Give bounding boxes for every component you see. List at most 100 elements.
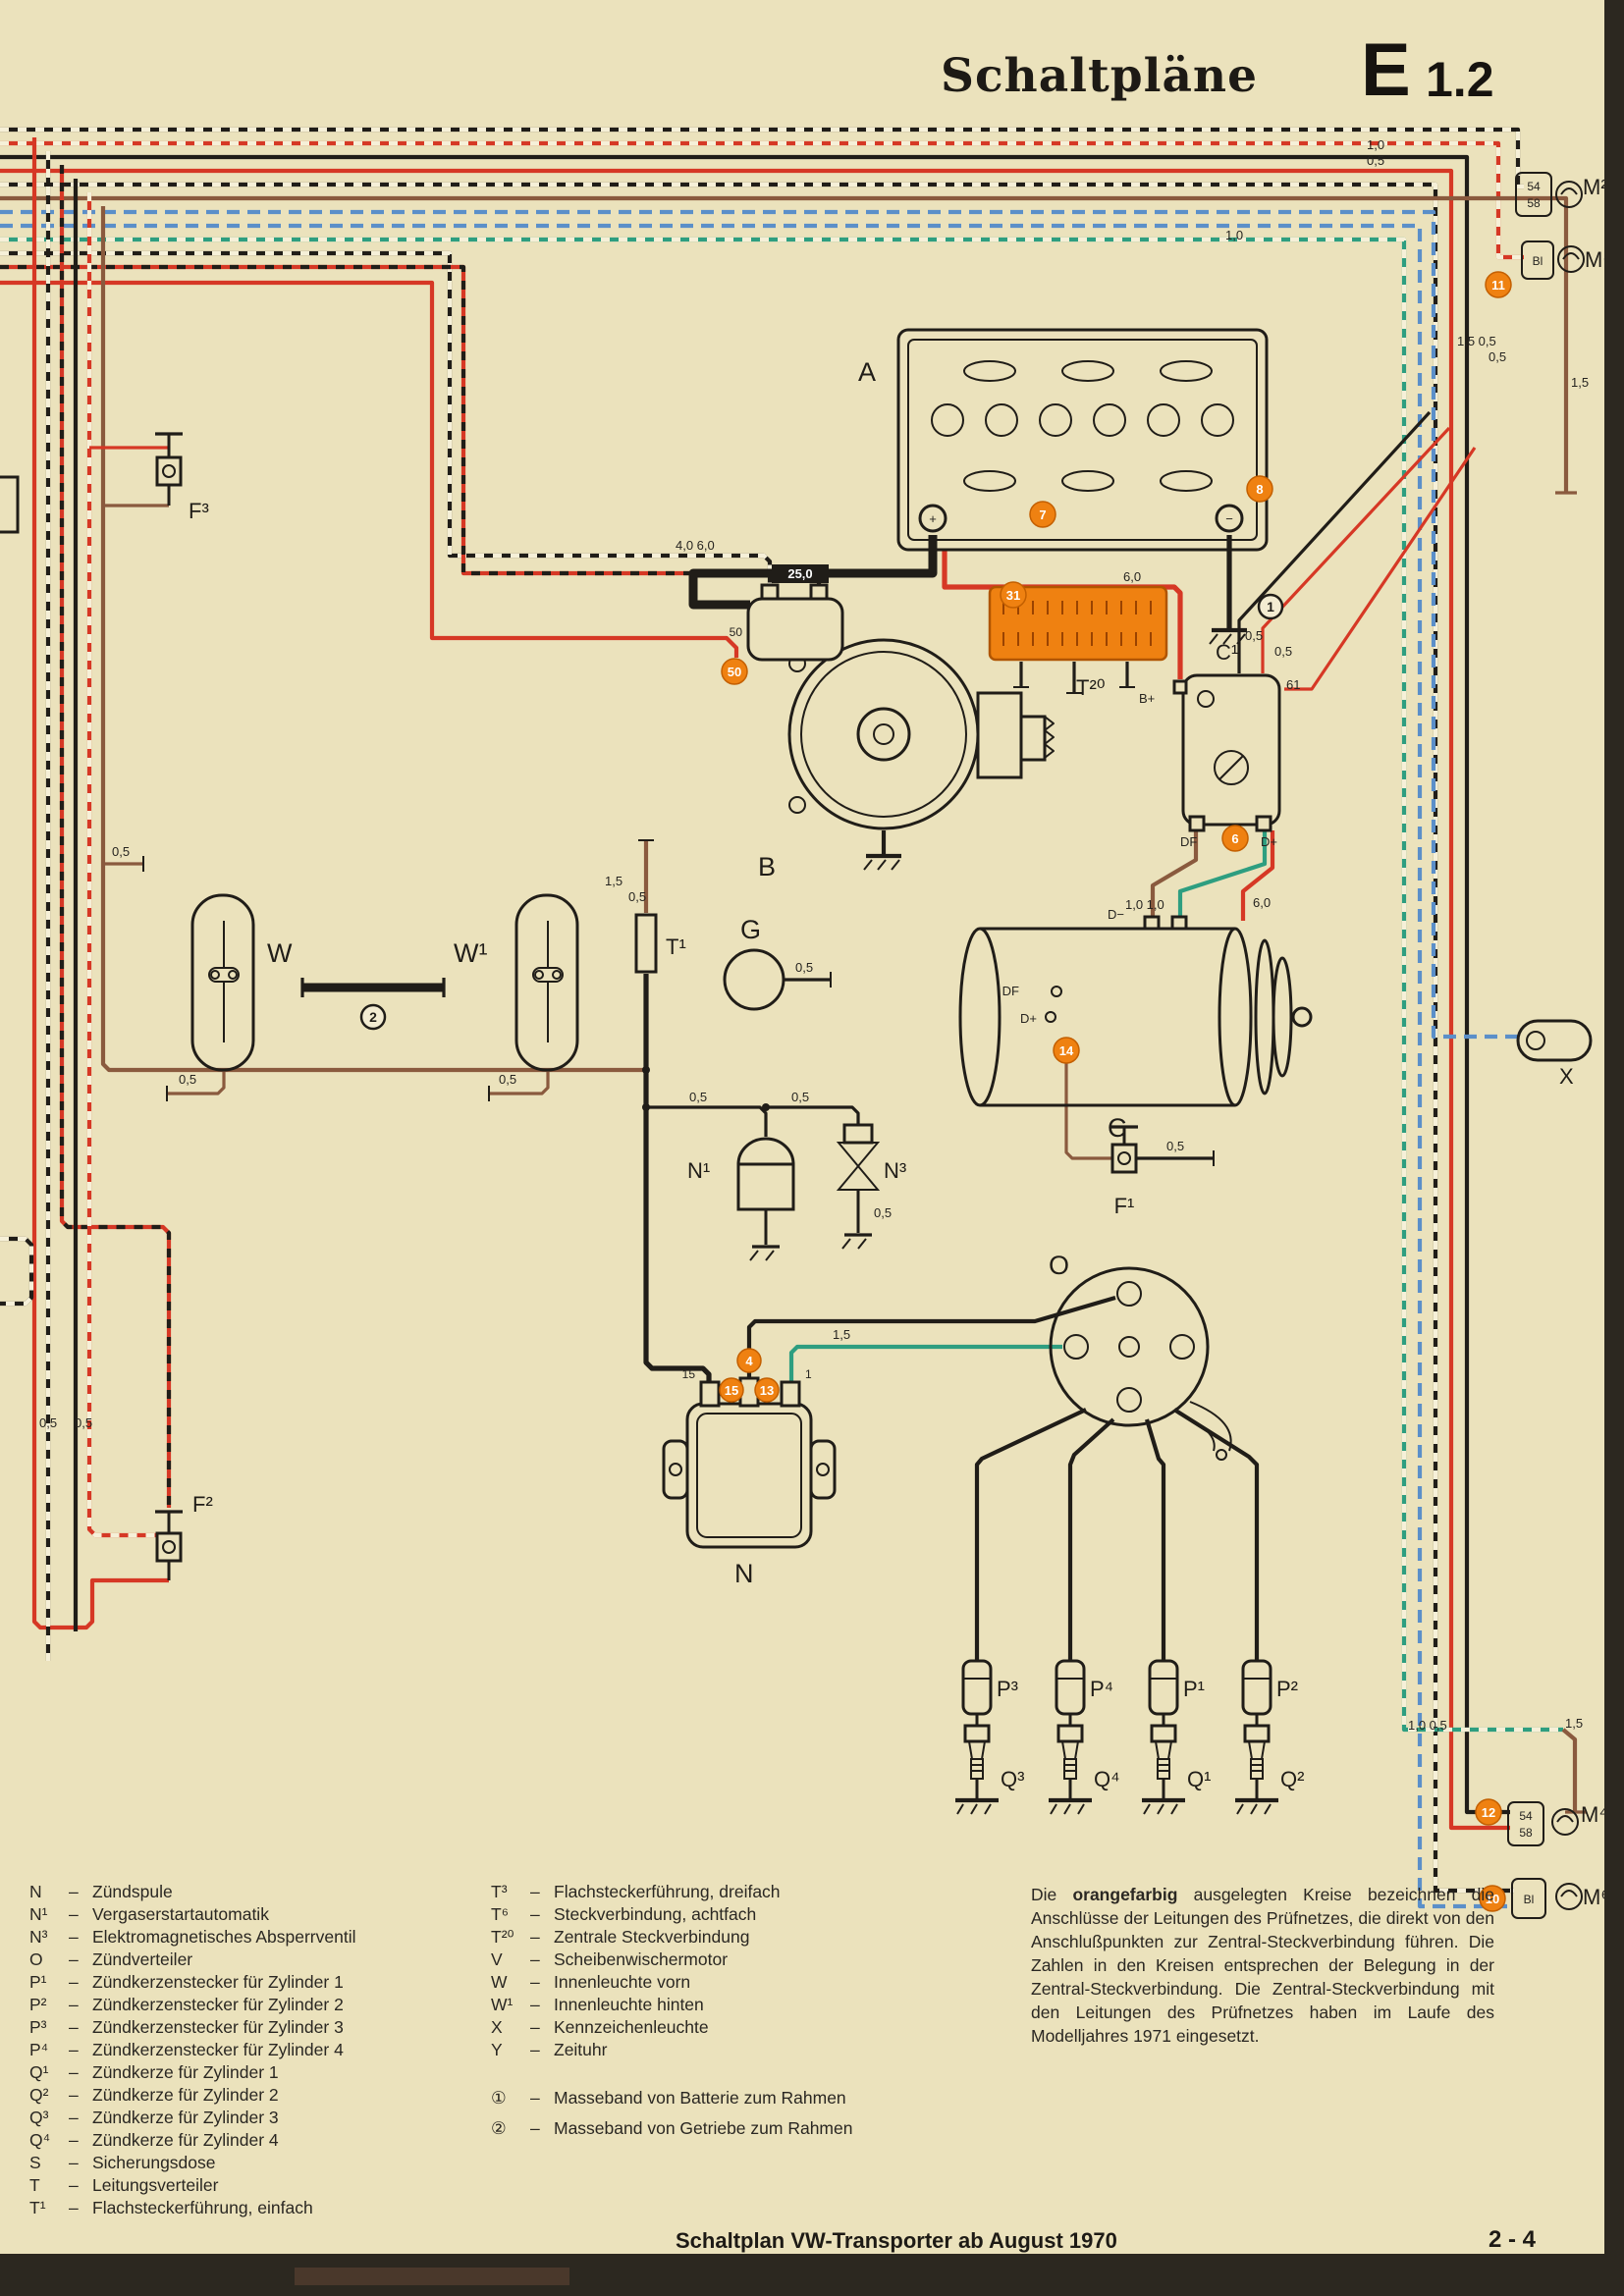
legend-item: W¹–Innenleuchte hinten <box>491 1994 982 2016</box>
legend-column-1: N–Zündspule N¹–Vergaserstartautomatik N³… <box>29 1881 481 2219</box>
plus-terminal-label: + <box>929 511 937 526</box>
legend-desc: Flachsteckerführung, dreifach <box>554 1882 781 1901</box>
gauge: 1,5 0,5 <box>1457 334 1496 348</box>
distributor: O <box>1049 1251 1232 1461</box>
starter-motor: 50 B <box>730 583 1055 881</box>
legend-key: S <box>29 2153 41 2172</box>
choke-automatic: N¹ <box>687 1137 795 1261</box>
ground-markers: 1 2 <box>359 593 1284 1031</box>
terminal-61-label: 61 <box>1286 677 1300 692</box>
battery: + − A <box>858 328 1269 552</box>
tp-4: 4 <box>745 1354 753 1368</box>
scan-edge-right <box>1604 0 1624 2296</box>
g-label: G <box>740 915 761 944</box>
legend-item: P²–Zündkerzenstecker für Zylinder 2 <box>29 1994 481 2016</box>
legend-desc: Zündkerze für Zylinder 1 <box>92 2062 279 2082</box>
legend-item: Q¹–Zündkerze für Zylinder 1 <box>29 2061 481 2084</box>
test-points: 7 8 31 50 6 14 4 15 13 11 12 10 <box>719 271 1512 1912</box>
q4-label: Q⁴ <box>1094 1767 1120 1791</box>
gauge: 0,5 <box>499 1072 516 1087</box>
gauge: 0,5 <box>112 844 130 859</box>
legend-item: T–Leitungsverteiler <box>29 2174 481 2197</box>
dplus-gen-label: D+ <box>1020 1011 1037 1026</box>
switch-f2: F² <box>155 1492 213 1580</box>
legend-desc: Zentrale Steckverbindung <box>554 1927 750 1947</box>
flat-connector-t1: T¹ <box>634 913 686 974</box>
gauge: 0,5 <box>1245 628 1263 643</box>
gauge: 0,5 <box>795 960 813 975</box>
section-code-letter: E <box>1361 28 1411 112</box>
legend-item: N–Zündspule <box>29 1881 481 1903</box>
legend-dash: – <box>69 1904 79 1924</box>
m4-terminal-58: 58 <box>1519 1826 1533 1840</box>
legend-dash: – <box>530 1927 540 1947</box>
gauge: 0,5 <box>689 1090 707 1104</box>
tp-50: 50 <box>728 665 741 679</box>
p4-label: P⁴ <box>1090 1677 1113 1701</box>
regulator-label: C¹ <box>1216 640 1238 665</box>
legend-desc: Zündkerzenstecker für Zylinder 2 <box>92 1995 344 2014</box>
plug-1: P¹ Q¹ <box>1142 1659 1211 1815</box>
t20-label: T²⁰ <box>1076 675 1106 700</box>
terminal-50-label: 50 <box>730 625 743 639</box>
w1-label: W¹ <box>454 938 487 968</box>
legend-dash: – <box>69 1995 79 2014</box>
w-label: W <box>267 938 293 968</box>
q1-label: Q¹ <box>1187 1767 1211 1791</box>
wire-harness-top <box>0 127 1587 1909</box>
gauge: 1,5 <box>1565 1716 1583 1731</box>
f1-label: F¹ <box>1114 1194 1135 1218</box>
lamp-m6: Bl M⁶ <box>1511 1878 1609 1919</box>
q2-label: Q² <box>1280 1767 1304 1791</box>
legend-dash: – <box>69 1949 79 1969</box>
gauge: 25,0 <box>787 566 812 581</box>
legend-item: W–Innenleuchte vorn <box>491 1971 982 1994</box>
page-number: 2 - 4 <box>1489 2226 1537 2253</box>
gauge: 6,0 <box>1253 895 1271 910</box>
page-title: Schaltpläne <box>941 49 1258 103</box>
generator: D− DF D+ C <box>958 907 1313 1143</box>
tp-31: 31 <box>1006 588 1020 603</box>
legend-key: N <box>29 1882 42 1901</box>
legend-key: Q⁴ <box>29 2130 51 2150</box>
gauge: 1,0 1,0 <box>1125 897 1164 912</box>
legend-desc: Flachsteckerführung, einfach <box>92 2198 313 2217</box>
t1-label: T¹ <box>666 934 686 959</box>
legend-key: Y <box>491 2040 503 2059</box>
gauge: 4,0 6,0 <box>676 538 715 553</box>
legend-dash: – <box>69 2153 79 2172</box>
gauge: 1,5 <box>605 874 623 888</box>
legend-key: N³ <box>29 1927 48 1947</box>
wire-center <box>166 410 1477 1661</box>
gauge: 0,5 <box>39 1415 57 1430</box>
legend-desc: Innenleuchte hinten <box>554 1995 704 2014</box>
lamp-m4: 54 58 M⁴ <box>1507 1801 1608 1846</box>
legend-key: P⁴ <box>29 2040 49 2059</box>
legend-item: Q³–Zündkerze für Zylinder 3 <box>29 2107 481 2129</box>
legend-key: Q¹ <box>29 2062 49 2082</box>
legend-desc: Zündkerzenstecker für Zylinder 3 <box>92 2017 344 2037</box>
legend-desc: Masseband von Batterie zum Rahmen <box>554 2088 846 2108</box>
legend-dash: – <box>530 2040 540 2059</box>
legend-key: O <box>29 1949 43 1969</box>
q3-label: Q³ <box>1001 1767 1024 1791</box>
legend-dash: – <box>530 2118 540 2138</box>
voltage-regulator: B+ 61 DF D+ C¹ <box>1139 640 1300 849</box>
legend-desc: Zündkerze für Zylinder 2 <box>92 2085 279 2105</box>
legend-desc: Zündkerzenstecker für Zylinder 4 <box>92 2040 344 2059</box>
plug-3: P³ Q³ <box>955 1659 1024 1815</box>
legend-item: T¹–Flachsteckerführung, einfach <box>29 2197 481 2219</box>
wire-harness-left <box>0 137 646 1661</box>
legend-dash: – <box>69 2108 79 2127</box>
legend-desc: Leitungsverteiler <box>92 2175 219 2195</box>
note-text: ausgelegten Kreise bezeichnen die Anschl… <box>1031 1885 1494 2046</box>
legend-item: V–Scheibenwischermotor <box>491 1949 982 1971</box>
legend-desc: Zündverteiler <box>92 1949 193 1969</box>
tp-12: 12 <box>1482 1805 1495 1820</box>
legend-item: S–Sicherungsdose <box>29 2152 481 2174</box>
switch-f1: F¹ <box>1110 1125 1138 1218</box>
m4-terminal-54: 54 <box>1519 1809 1533 1823</box>
note-bold-text: orangefarbig <box>1072 1885 1178 1904</box>
legend-dash: – <box>530 1949 540 1969</box>
